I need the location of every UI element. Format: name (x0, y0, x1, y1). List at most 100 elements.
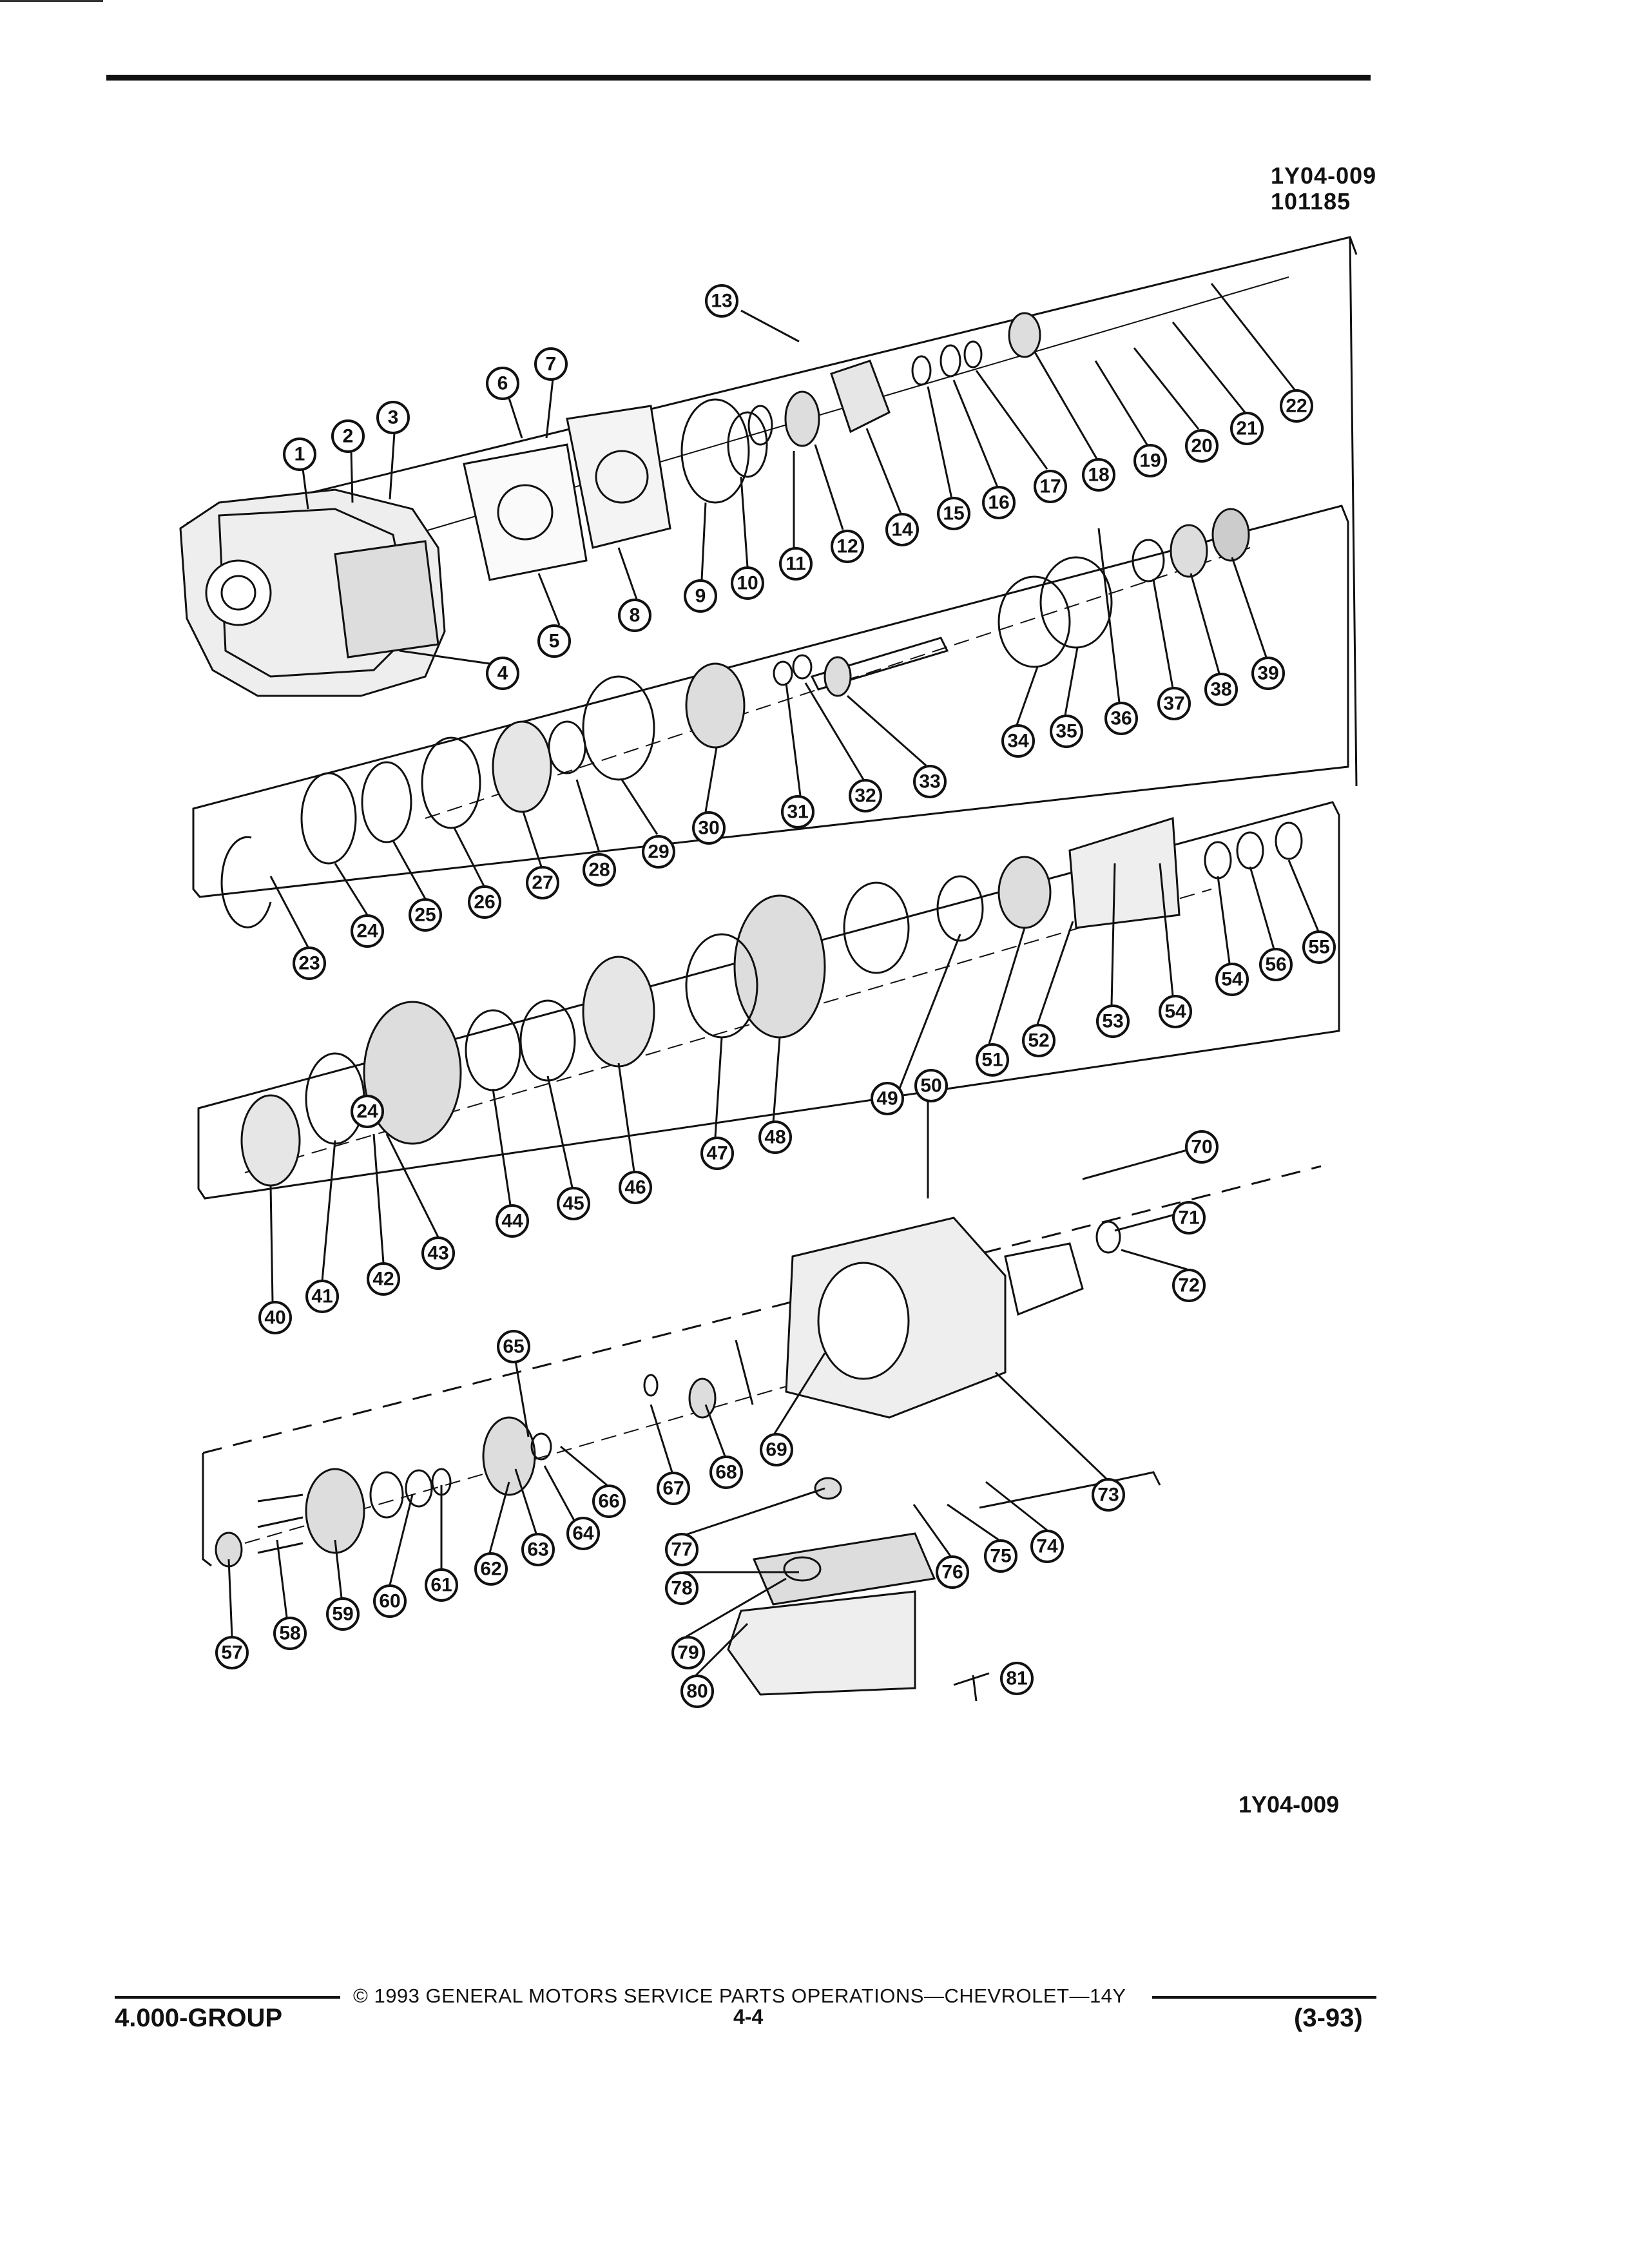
callout-34: 34 (1001, 724, 1035, 758)
callout-label: 57 (221, 1642, 242, 1664)
callout-label: 58 (279, 1623, 300, 1644)
callout-6: 6 (486, 367, 519, 400)
callout-label: 52 (1028, 1030, 1049, 1052)
callout-label: 56 (1265, 954, 1286, 975)
callout-label: 35 (1055, 721, 1077, 742)
callout-72: 72 (1172, 1269, 1206, 1302)
callout-label: 51 (981, 1050, 1003, 1071)
callout-label: 29 (648, 841, 669, 863)
callout-label: 54 (1221, 969, 1243, 990)
callout-label: 38 (1210, 679, 1231, 700)
callout-label: 36 (1110, 708, 1132, 729)
callout-label: 45 (563, 1193, 584, 1215)
callout-label: 63 (527, 1539, 548, 1561)
callout-46: 46 (619, 1171, 652, 1204)
callout-label: 68 (715, 1462, 737, 1483)
callout-3: 3 (376, 401, 410, 434)
callout-label: 41 (311, 1286, 333, 1307)
callout-label: 19 (1139, 450, 1161, 472)
callout-73: 73 (1092, 1478, 1125, 1512)
callout-label: 50 (920, 1075, 941, 1097)
callout-label: 71 (1178, 1207, 1199, 1229)
callout-33: 33 (913, 765, 947, 798)
callout-30: 30 (692, 811, 726, 845)
copyright-notice: © 1993 GENERAL MOTORS SERVICE PARTS OPER… (353, 1984, 1126, 2007)
callout-label: 37 (1163, 693, 1184, 715)
footer-rule-right (1152, 1996, 1376, 1999)
callout-label: 72 (1178, 1275, 1199, 1296)
callout-label: 39 (1257, 663, 1278, 684)
callout-label: 22 (1286, 396, 1307, 417)
callout-21: 21 (1230, 412, 1264, 445)
callout-24: 24 (351, 1095, 384, 1128)
callout-label: 25 (414, 905, 436, 926)
callout-label: 74 (1036, 1536, 1058, 1557)
callout-label: 54 (1164, 1001, 1186, 1023)
header-rule (106, 75, 1371, 81)
callout-68: 68 (709, 1456, 743, 1489)
callout-43: 43 (421, 1236, 455, 1270)
callout-29: 29 (642, 835, 675, 869)
callout-37: 37 (1157, 687, 1191, 720)
callout-41: 41 (305, 1280, 339, 1313)
callout-11: 11 (779, 547, 813, 581)
callout-23: 23 (293, 947, 326, 980)
callout-label: 24 (356, 921, 378, 942)
callout-4: 4 (486, 657, 519, 690)
callout-label: 78 (671, 1578, 692, 1599)
scan-corner-mark (0, 0, 103, 2)
callout-label: 24 (356, 1101, 378, 1122)
callout-79: 79 (671, 1636, 705, 1669)
callout-77: 77 (665, 1533, 699, 1566)
callout-1: 1 (283, 437, 316, 471)
callout-47: 47 (700, 1137, 734, 1170)
callout-label: 28 (588, 860, 610, 881)
callout-9: 9 (684, 579, 717, 613)
callout-64: 64 (566, 1517, 600, 1550)
callout-54: 54 (1159, 995, 1192, 1028)
callout-61: 61 (425, 1568, 458, 1602)
callout-label: 59 (332, 1604, 353, 1625)
callout-18: 18 (1082, 458, 1115, 492)
callout-label: 34 (1007, 731, 1029, 752)
callout-label: 13 (711, 291, 732, 312)
callout-81: 81 (1000, 1662, 1034, 1695)
callout-label: 64 (572, 1523, 594, 1544)
callout-26: 26 (468, 885, 501, 919)
callout-label: 32 (854, 785, 876, 807)
callout-74: 74 (1030, 1530, 1064, 1563)
callout-25: 25 (409, 898, 442, 932)
callout-label: 14 (891, 519, 913, 541)
callout-38: 38 (1204, 673, 1238, 706)
callout-55: 55 (1302, 930, 1336, 964)
callout-80: 80 (680, 1675, 714, 1708)
callout-label: 49 (876, 1088, 898, 1110)
callout-label: 65 (503, 1336, 524, 1358)
callout-32: 32 (849, 779, 882, 812)
callout-8: 8 (618, 599, 651, 632)
callout-label: 76 (941, 1562, 963, 1583)
callout-36: 36 (1104, 702, 1138, 735)
callout-label: 62 (480, 1559, 501, 1580)
callout-78: 78 (665, 1571, 699, 1605)
callout-label: 60 (379, 1591, 400, 1612)
figure-reference: 101185 (1271, 188, 1351, 215)
callout-label: 80 (686, 1681, 708, 1702)
callout-label: 43 (427, 1243, 448, 1264)
group-number: 4.000-GROUP (115, 2004, 283, 2032)
callout-2: 2 (331, 419, 365, 453)
callout-48: 48 (758, 1120, 792, 1154)
callout-label: 66 (598, 1491, 619, 1512)
callout-76: 76 (936, 1555, 969, 1589)
callout-label: 21 (1236, 418, 1257, 439)
callout-label: 67 (662, 1478, 684, 1499)
callout-31: 31 (781, 795, 815, 829)
callout-label: 77 (671, 1539, 692, 1561)
callout-label: 11 (786, 553, 806, 575)
callout-60: 60 (373, 1584, 407, 1618)
callout-label: 44 (501, 1211, 523, 1232)
revision-date: (3-93) (1294, 2004, 1363, 2032)
callout-56: 56 (1259, 948, 1293, 981)
callout-69: 69 (760, 1433, 793, 1466)
